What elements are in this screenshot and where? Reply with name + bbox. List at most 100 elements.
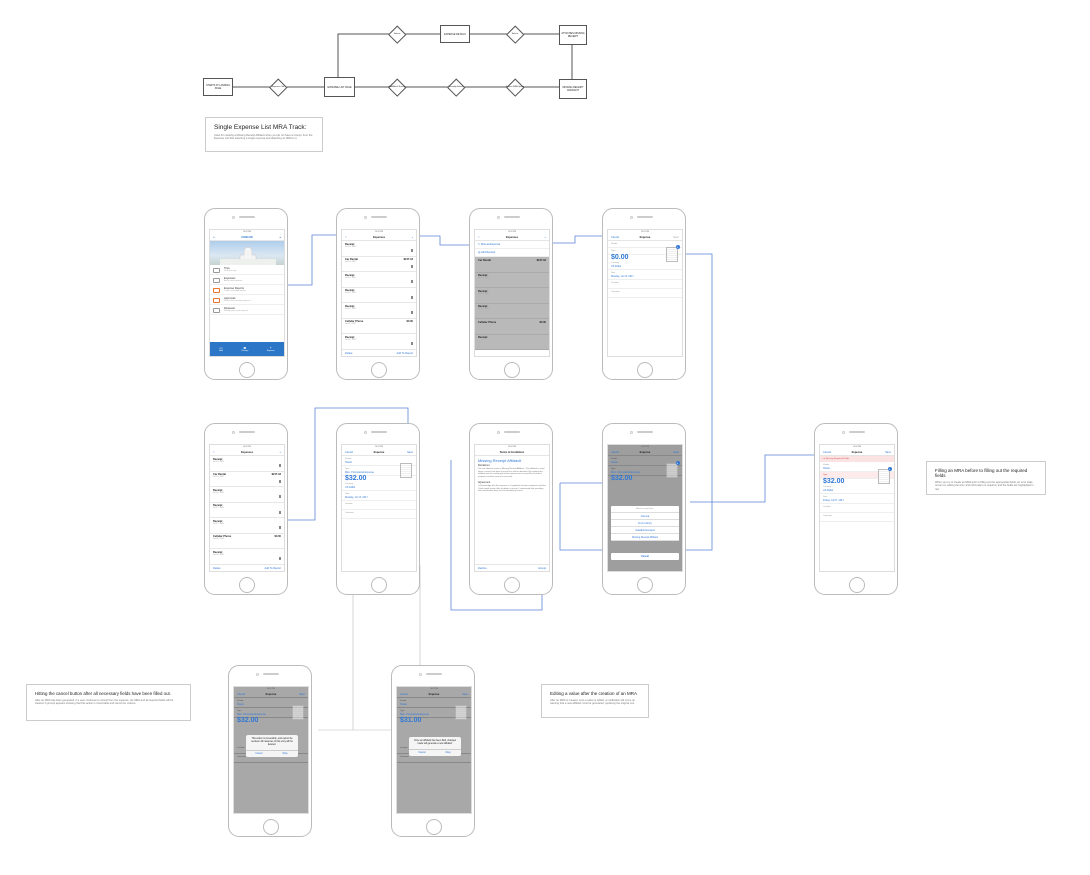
- add-button[interactable]: +: [544, 235, 546, 239]
- receipt-thumbnail: [666, 463, 678, 478]
- sheet-camera-option[interactable]: Camera: [611, 513, 679, 520]
- field-label: Type: [611, 249, 616, 252]
- delete-button[interactable]: Delete: [345, 351, 353, 355]
- manual-expense-option[interactable]: ✎ Manual Expense: [475, 241, 549, 249]
- alert-cancel-button[interactable]: Cancel: [418, 751, 426, 754]
- delete-button[interactable]: Delete: [213, 566, 221, 570]
- back-button[interactable]: <: [213, 450, 215, 454]
- home-button[interactable]: [637, 362, 653, 378]
- location-field[interactable]: Location: [820, 504, 894, 513]
- home-button[interactable]: [637, 577, 653, 593]
- field-label: Comment: [237, 755, 246, 758]
- vendor-field[interactable]: Vendor: [608, 241, 682, 248]
- save-button[interactable]: Save: [407, 450, 413, 454]
- home-button[interactable]: [239, 362, 255, 378]
- add-receipt-option[interactable]: ▤ Add Receipt: [475, 249, 549, 257]
- cancel-button[interactable]: Cancel: [823, 450, 832, 454]
- add-button[interactable]: +: [279, 450, 281, 454]
- flow-box-mra: MISSING RECEIPT AFFIDAVIT: [559, 79, 587, 99]
- row-date: Jul 12, 2017: [478, 292, 490, 295]
- profile-icon[interactable]: ●: [279, 235, 281, 239]
- cancel-button[interactable]: Cancel: [611, 235, 620, 239]
- location-field[interactable]: Location: [342, 501, 416, 510]
- back-button[interactable]: <: [478, 235, 480, 239]
- sheet-library-option[interactable]: From Library: [611, 520, 679, 527]
- alert-okay-button[interactable]: Okay: [282, 752, 288, 755]
- home-button[interactable]: [371, 362, 387, 378]
- sheet-cancel-button[interactable]: Cancel: [611, 553, 679, 560]
- save-button[interactable]: Save: [673, 235, 679, 239]
- tab-expense[interactable]: +Expense: [267, 346, 275, 353]
- tab-add[interactable]: ▭Add: [219, 346, 223, 353]
- row-name: Car Rental: [345, 258, 358, 261]
- home-button[interactable]: [371, 577, 387, 593]
- receipt-thumbnail[interactable]: [878, 469, 890, 484]
- home-button[interactable]: [849, 577, 865, 593]
- row-date: Jul 12, 2017: [213, 507, 225, 509]
- decline-button[interactable]: Decline: [478, 566, 487, 570]
- add-to-report-button[interactable]: Add To Report: [396, 351, 413, 355]
- comment-field[interactable]: Comment: [342, 510, 416, 519]
- alert-cancel-button[interactable]: Cancel: [255, 752, 263, 755]
- add-button[interactable]: +: [411, 235, 413, 239]
- receipt-thumbnail[interactable]: [400, 463, 412, 478]
- add-to-report-button[interactable]: Add To Report: [264, 566, 281, 570]
- home-button[interactable]: [263, 819, 279, 835]
- amount-field[interactable]: $32.00: [823, 478, 845, 485]
- home-button[interactable]: [504, 577, 520, 593]
- disclaimer-heading: Disclaimer: [478, 464, 490, 467]
- home-button[interactable]: [504, 362, 520, 378]
- type-field[interactable]: Type: [608, 248, 682, 255]
- accept-button[interactable]: Accept: [538, 566, 546, 570]
- sheet-mra-option[interactable]: Missing Receipt Affidavit: [611, 534, 679, 541]
- cancel-button[interactable]: Cancel: [345, 450, 354, 454]
- row-date: Jul 12, 2017: [213, 522, 225, 525]
- sheet-available-option[interactable]: Available Receipts: [611, 527, 679, 534]
- comment-field[interactable]: Comment: [608, 289, 682, 298]
- alert-okay-button[interactable]: Okay: [445, 751, 451, 754]
- type-field-error[interactable]: Type: [820, 472, 894, 479]
- add-receipt-icon[interactable]: +: [675, 245, 680, 249]
- receipt-thumbnail[interactable]: [666, 247, 678, 262]
- amount-field[interactable]: $0.00: [611, 254, 629, 261]
- comment-field[interactable]: Comment: [820, 513, 894, 522]
- location-field[interactable]: Location: [608, 280, 682, 289]
- save-button[interactable]: Save: [885, 450, 891, 454]
- tab-receipt[interactable]: ◙Receipt: [241, 346, 248, 353]
- row-date: Jul 12, 2017: [213, 491, 225, 494]
- back-button[interactable]: <: [345, 235, 347, 239]
- home-button[interactable]: [239, 577, 255, 593]
- amount-field[interactable]: $32.00: [345, 475, 367, 482]
- add-receipt-icon[interactable]: +: [887, 467, 892, 471]
- home-button[interactable]: [426, 819, 442, 835]
- menu-icon[interactable]: ≡: [213, 235, 215, 239]
